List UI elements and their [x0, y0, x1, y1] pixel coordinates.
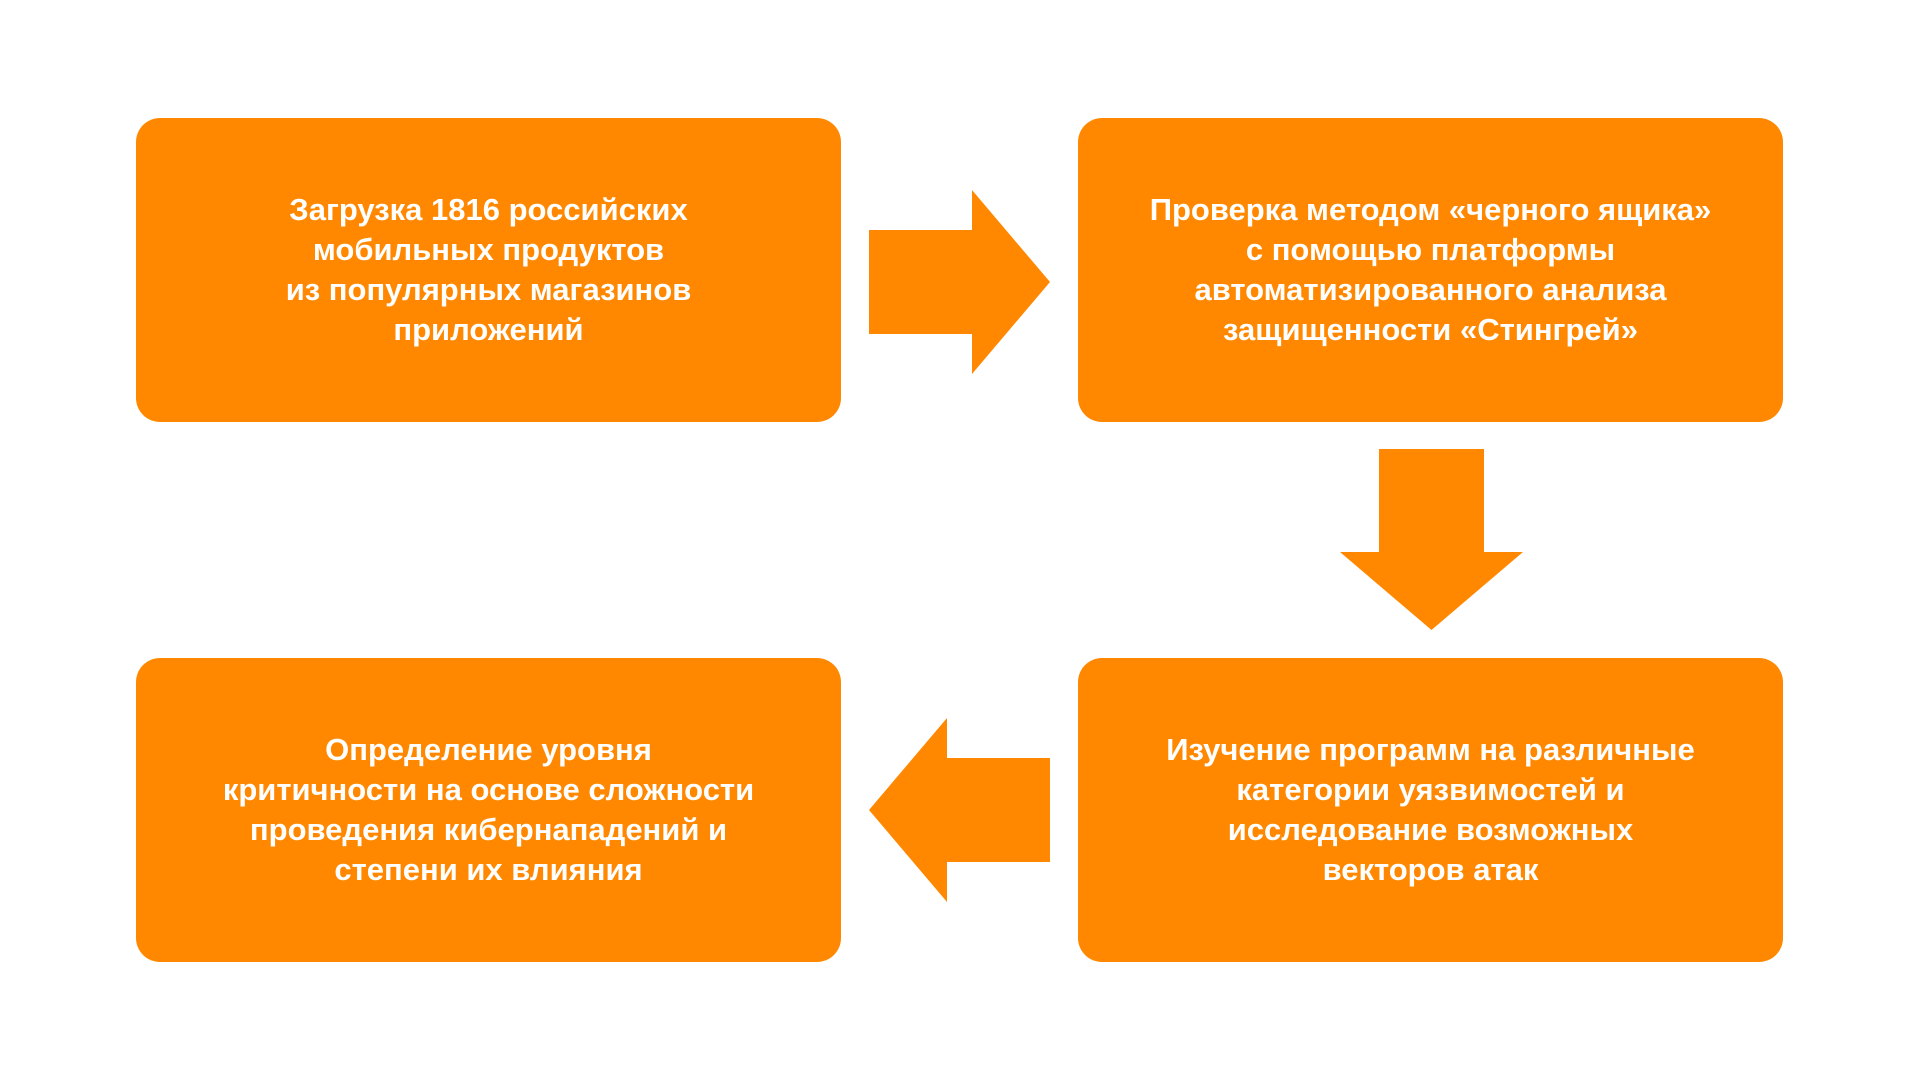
step-4-text: Определение уровня критичности на основе… — [222, 732, 755, 887]
arrow-down-icon — [1340, 449, 1523, 630]
step-3-text: Изучение программ на различные категории… — [1166, 732, 1695, 887]
arrow-left-icon — [869, 718, 1050, 902]
step-1-text: Загрузка 1816 российских мобильных проду… — [285, 192, 692, 347]
step-1-box: Загрузка 1816 российских мобильных проду… — [136, 118, 841, 422]
step-2-text: Проверка методом «черного ящика» с помощ… — [1149, 192, 1712, 347]
step-4-box: Определение уровня критичности на основе… — [136, 658, 841, 962]
arrow-right-icon — [869, 190, 1050, 374]
step-3-box: Изучение программ на различные категории… — [1078, 658, 1783, 962]
step-2-box: Проверка методом «черного ящика» с помощ… — [1078, 118, 1783, 422]
